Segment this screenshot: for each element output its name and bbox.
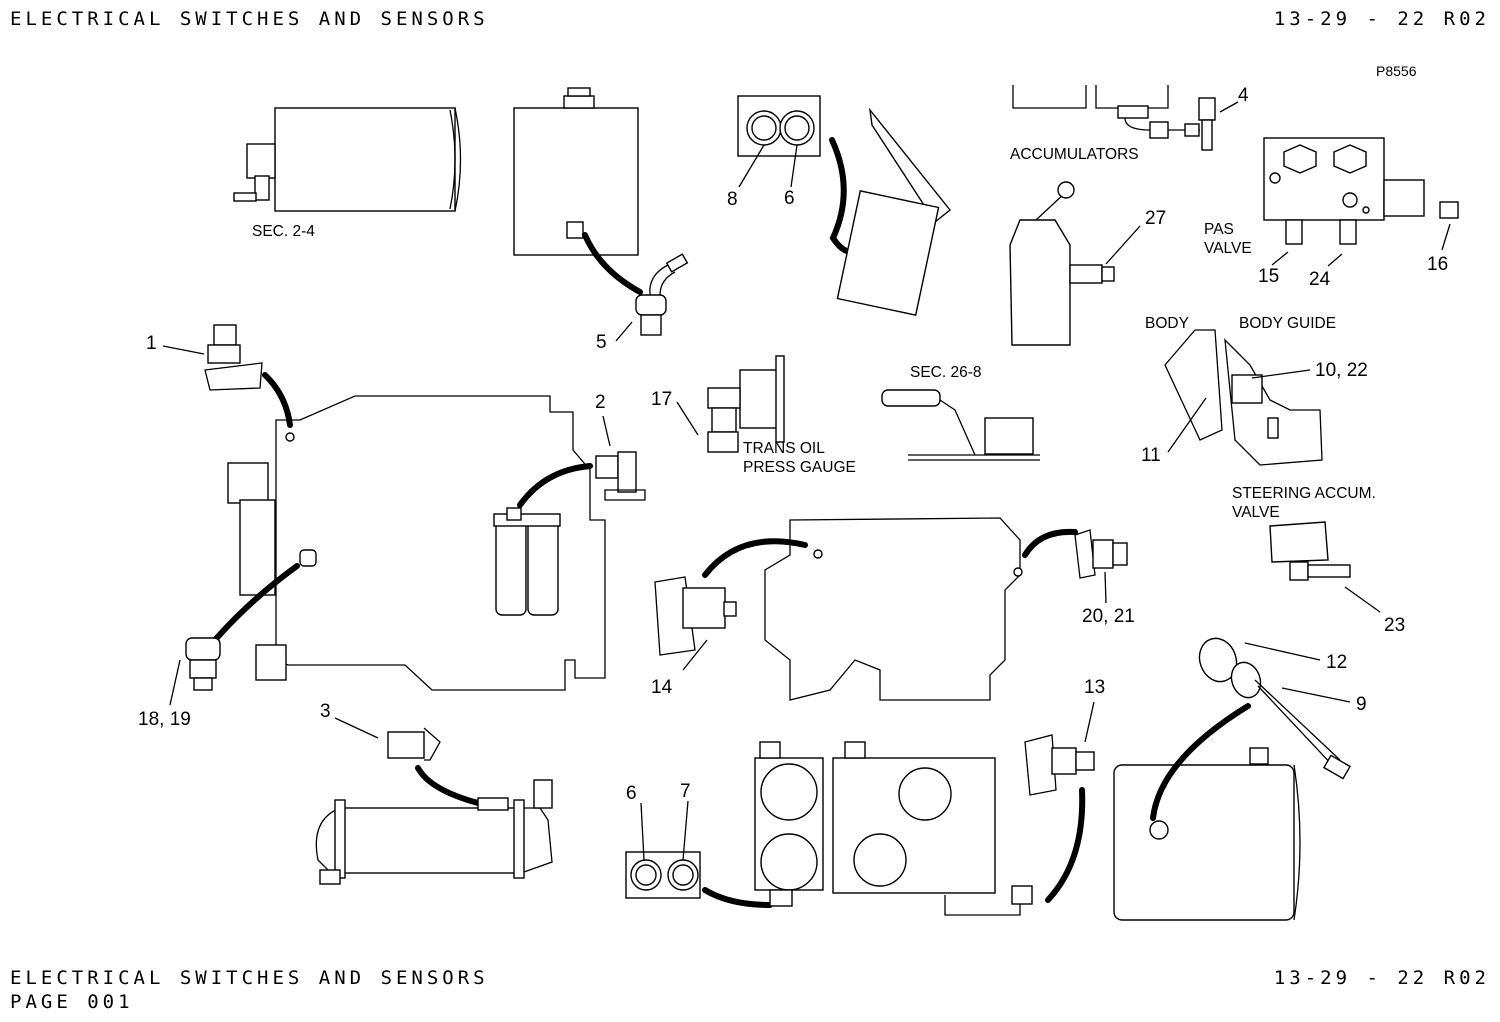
callout-8: 8 bbox=[727, 189, 738, 210]
fuel-tank-drawing bbox=[1113, 637, 1351, 921]
callout-12: 12 bbox=[1326, 652, 1347, 673]
steering-valve-drawing bbox=[1269, 521, 1351, 581]
callout-27: 27 bbox=[1145, 208, 1166, 229]
transmission-drawing bbox=[654, 517, 1128, 701]
pas-valve-label: VALVE bbox=[1204, 240, 1252, 257]
callout-14: 14 bbox=[651, 677, 673, 698]
page-header-title: ELECTRICAL SWITCHES AND SENSORS bbox=[10, 8, 489, 30]
gauge-panel-bottom bbox=[625, 851, 773, 908]
callout-2: 2 bbox=[595, 392, 606, 413]
callout-9: 9 bbox=[1356, 694, 1367, 715]
sensor-18-19-drawing bbox=[185, 549, 317, 691]
page-footer-code: 13-29 - 22 R02 bbox=[1273, 967, 1490, 989]
callout-23: 23 bbox=[1384, 615, 1405, 636]
callout-5: 5 bbox=[596, 332, 607, 353]
callout-1: 1 bbox=[146, 333, 157, 354]
pas-label: PAS bbox=[1204, 221, 1234, 238]
callout-13: 13 bbox=[1084, 677, 1105, 698]
body-guide-drawing bbox=[1164, 329, 1323, 466]
pas-valve-drawing bbox=[1263, 137, 1459, 245]
callout-17: 17 bbox=[651, 389, 672, 410]
callout-16: 16 bbox=[1427, 254, 1448, 275]
trans-oil-label: TRANS OIL bbox=[743, 440, 825, 457]
press-gauge-label: PRESS GAUGE bbox=[743, 459, 856, 476]
sec-26-8-label: SEC. 26-8 bbox=[910, 364, 982, 381]
callout-7: 7 bbox=[680, 781, 691, 802]
accumulators-label: ACCUMULATORS bbox=[1010, 146, 1139, 163]
callout-20-21: 20, 21 bbox=[1082, 606, 1135, 627]
callout-10-22: 10, 22 bbox=[1315, 360, 1368, 381]
switch-1-drawing bbox=[204, 324, 293, 428]
radiator-drawing bbox=[754, 734, 1095, 916]
body-label: BODY bbox=[1145, 315, 1189, 332]
sensor-2-drawing bbox=[517, 451, 646, 508]
page-number: PAGE 001 bbox=[10, 991, 134, 1013]
reservoir-drawing bbox=[513, 87, 689, 336]
page-header-code: 13-29 - 22 R02 bbox=[1273, 8, 1490, 30]
callout-6-bottom: 6 bbox=[626, 783, 637, 804]
trans-oil-gauge-drawing bbox=[707, 355, 785, 453]
gauge-panel-top bbox=[737, 95, 951, 316]
callout-4: 4 bbox=[1238, 85, 1249, 106]
accumulators-drawing bbox=[1012, 85, 1216, 151]
callout-11: 11 bbox=[1141, 445, 1161, 466]
hand-control-drawing bbox=[881, 389, 1040, 461]
steering-valve-label: VALVE bbox=[1232, 504, 1280, 521]
callout-3: 3 bbox=[320, 701, 331, 722]
steering-accum-label: STEERING ACCUM. bbox=[1232, 485, 1376, 502]
callout-6-top: 6 bbox=[784, 188, 795, 209]
cooler-drawing bbox=[315, 727, 553, 885]
callout-18-19: 18, 19 bbox=[138, 709, 191, 730]
air-tank-drawing bbox=[233, 107, 462, 212]
shift-tower-drawing bbox=[1009, 181, 1115, 346]
callout-15: 15 bbox=[1258, 266, 1279, 287]
page-footer-title: ELECTRICAL SWITCHES AND SENSORS bbox=[10, 967, 489, 989]
callout-24: 24 bbox=[1309, 269, 1331, 290]
engine-block-left bbox=[227, 395, 606, 691]
sec-2-4-label: SEC. 2-4 bbox=[252, 223, 315, 240]
body-guide-label: BODY GUIDE bbox=[1239, 315, 1336, 332]
figure-id: P8556 bbox=[1376, 63, 1417, 79]
